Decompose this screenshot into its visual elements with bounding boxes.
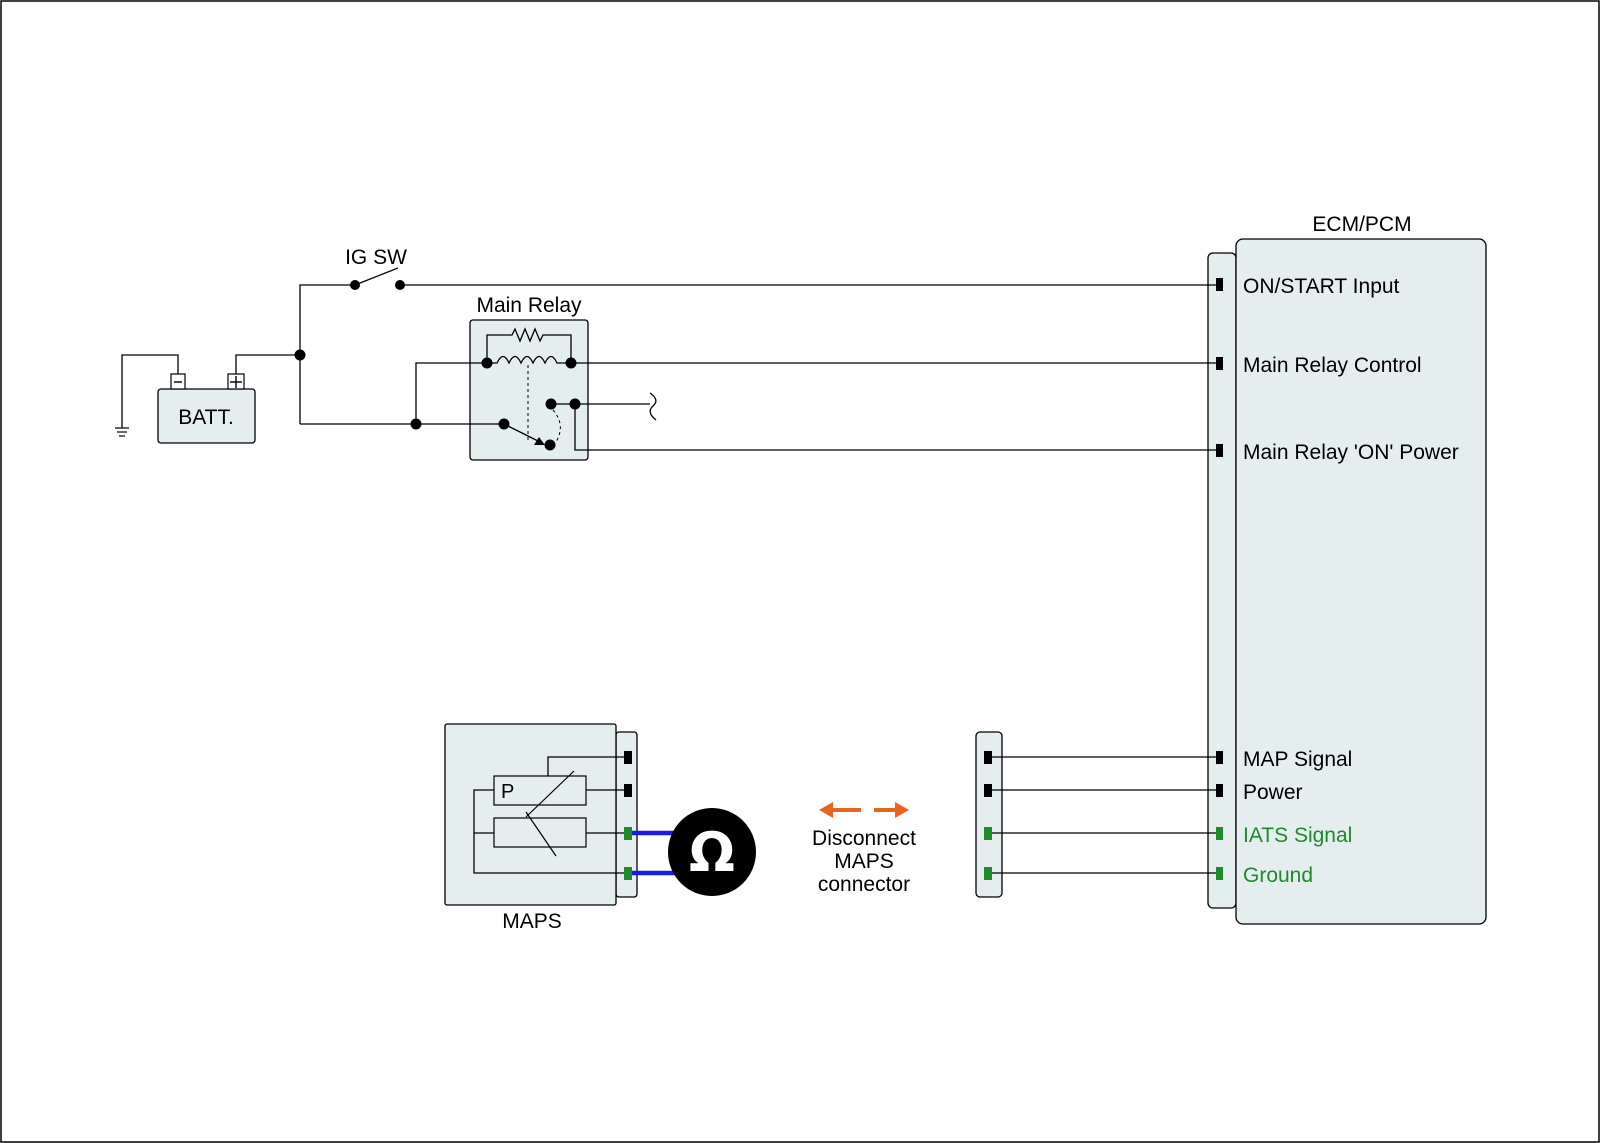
temperature-variable-line	[525, 811, 557, 857]
pressure-element-label: P	[501, 781, 514, 803]
relay-coil-winding	[487, 355, 571, 365]
relay-dashed-arc	[552, 409, 561, 443]
harness-pin-4	[984, 867, 992, 880]
ecm-body	[1235, 238, 1487, 925]
ecm-pin-power	[1216, 784, 1223, 797]
ecm-pin-relay-on-power	[1216, 444, 1223, 457]
ecm-label-map-signal: MAP Signal	[1243, 748, 1352, 771]
battery: BATT.	[157, 373, 256, 444]
relay-switch	[498, 398, 581, 451]
ecm-label-power: Power	[1243, 781, 1303, 804]
ecm-pin-relay-control	[1216, 357, 1223, 370]
maps-internal-wire-3	[473, 789, 624, 874]
ground-icon	[115, 427, 129, 437]
maps-sensor: P MAPS	[444, 723, 638, 933]
harness-pin-3	[984, 827, 992, 840]
ig-switch-blade	[354, 267, 399, 286]
battery-body	[157, 388, 256, 444]
ecm-label-iats-signal: IATS Signal	[1243, 824, 1352, 847]
disconnect-arrows-icon	[819, 802, 909, 818]
ohmmeter	[668, 808, 756, 896]
ecm-label-relay-control: Main Relay Control	[1243, 354, 1422, 377]
instruction-line-2: MAPS	[834, 850, 894, 873]
ecm-pin-iats-signal	[1216, 827, 1223, 840]
instruction-line-1: Disconnect	[812, 827, 916, 850]
ohm-icon: Ω	[689, 821, 735, 884]
ecm-title: ECM/PCM	[1312, 213, 1411, 236]
ig-switch: IG SW	[345, 246, 407, 290]
main-relay-label: Main Relay	[476, 294, 582, 317]
pressure-element	[493, 775, 587, 806]
relay-resistor	[486, 327, 572, 363]
relay-switch-blade	[503, 423, 541, 443]
pressure-variable-arrow	[525, 770, 575, 818]
harness-connector	[975, 731, 1003, 898]
maps-pin-4	[624, 867, 632, 880]
harness-pin-2	[984, 784, 992, 797]
maps-pin-3	[624, 827, 632, 840]
relay-on-power-wire	[574, 404, 1216, 451]
coil-feed-wire	[415, 362, 487, 424]
relay-switch-arrowhead	[534, 437, 545, 445]
ecm-pin-on-start	[1216, 278, 1223, 291]
ecm-pin-ground	[1216, 867, 1223, 880]
ecm-pin-map-signal	[1216, 751, 1223, 764]
battery-positive-wire	[235, 354, 300, 374]
ecm-connector	[1207, 252, 1237, 909]
maps-body	[444, 723, 617, 906]
battery-ground-wire	[121, 354, 179, 428]
battery-label: BATT.	[178, 406, 234, 429]
ecm-label-on-start: ON/START Input	[1243, 275, 1400, 298]
harness-pin-1	[984, 751, 992, 764]
wire-break-icon	[649, 392, 657, 421]
ig-switch-label: IG SW	[345, 246, 407, 269]
ecm-label-ground: Ground	[1243, 864, 1313, 887]
relay-feed-junction	[410, 418, 422, 430]
main-relay-body	[469, 319, 589, 461]
feed-vertical-wire	[299, 284, 355, 424]
ecm-module: ECM/PCM ON/START Input Main Relay Contro…	[1207, 213, 1487, 925]
maps-pin-2	[624, 784, 632, 797]
relay-no-contact	[544, 439, 556, 451]
junction-dot	[294, 349, 306, 361]
maps-label: MAPS	[502, 910, 562, 933]
maps-pin-1	[624, 751, 632, 764]
maps-internal-wire-1	[547, 756, 624, 776]
instruction-line-3: connector	[818, 873, 910, 896]
ecm-label-relay-on-power: Main Relay 'ON' Power	[1243, 441, 1459, 464]
